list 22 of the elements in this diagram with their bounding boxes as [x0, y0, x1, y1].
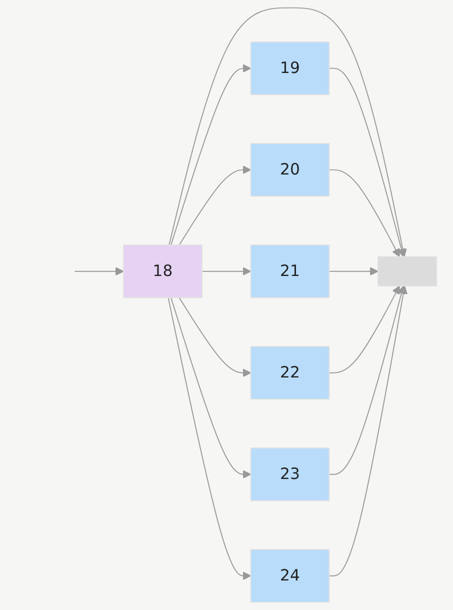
- arrow: [178, 166, 252, 246]
- arrow: [328, 169, 400, 258]
- node-box: 19: [250, 41, 330, 96]
- node-box: 23: [250, 448, 330, 502]
- arrow: [328, 286, 400, 374]
- arrow: [170, 64, 252, 246]
- node-box: 22: [250, 346, 330, 400]
- node-box: 20: [250, 142, 330, 197]
- arrow: [202, 267, 252, 276]
- node-box: [378, 256, 438, 286]
- arrow: [178, 297, 252, 378]
- node-box: 18: [123, 244, 203, 298]
- arrow: [328, 68, 406, 258]
- arrow: [170, 297, 252, 479]
- node-box: 21: [250, 244, 330, 298]
- arrow: [328, 267, 379, 276]
- arrow: [328, 286, 406, 475]
- arrow: [328, 286, 408, 576]
- arrow: [168, 297, 252, 580]
- arrow: [168, 7, 408, 258]
- arrow: [74, 267, 124, 276]
- node-box: 24: [250, 549, 330, 603]
